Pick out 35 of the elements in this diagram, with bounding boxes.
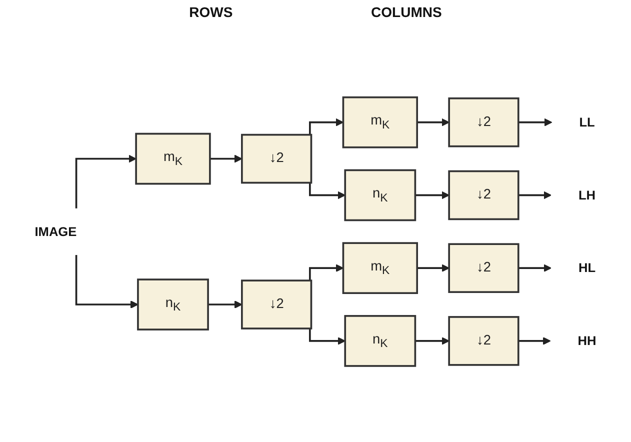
arrow (414, 337, 450, 346)
node-text: IMAGE (34, 224, 77, 239)
node-box: m$_{K}$ (342, 242, 418, 294)
node-text: HL (578, 260, 596, 276)
node-box: n$_{K}$ (344, 315, 416, 368)
node-box: ↓2 (448, 98, 520, 148)
node-box: ↓2 (241, 134, 312, 184)
arrow (309, 183, 346, 200)
node-text: LH (578, 188, 596, 202)
arrow (416, 264, 450, 272)
node-box: n$_{K}$ (137, 278, 209, 331)
node-box: m$_{K}$ (342, 96, 418, 149)
arrow (517, 118, 552, 127)
node-box: ↓2 (448, 170, 520, 220)
arrow (309, 264, 344, 281)
node-box: ↓2 (448, 316, 520, 366)
arrow (517, 337, 551, 346)
node-box: m$_{K}$ (135, 133, 211, 186)
arrow (517, 264, 552, 272)
column-heading: ROWS (189, 4, 233, 22)
arrow (309, 328, 346, 346)
node-text: HH (578, 334, 596, 348)
arrow (414, 192, 450, 200)
arrow (517, 192, 552, 200)
arrow (309, 118, 344, 136)
arrow (207, 300, 242, 309)
node-text: LL (579, 114, 595, 130)
arrow (416, 118, 450, 127)
node-box: n$_{K}$ (344, 170, 416, 222)
arrow (209, 155, 242, 164)
node-box: ↓2 (241, 280, 312, 330)
node-box: ↓2 (448, 244, 520, 294)
arrow (75, 155, 136, 209)
arrow (75, 255, 138, 309)
column-heading: COLUMNS (371, 4, 442, 22)
